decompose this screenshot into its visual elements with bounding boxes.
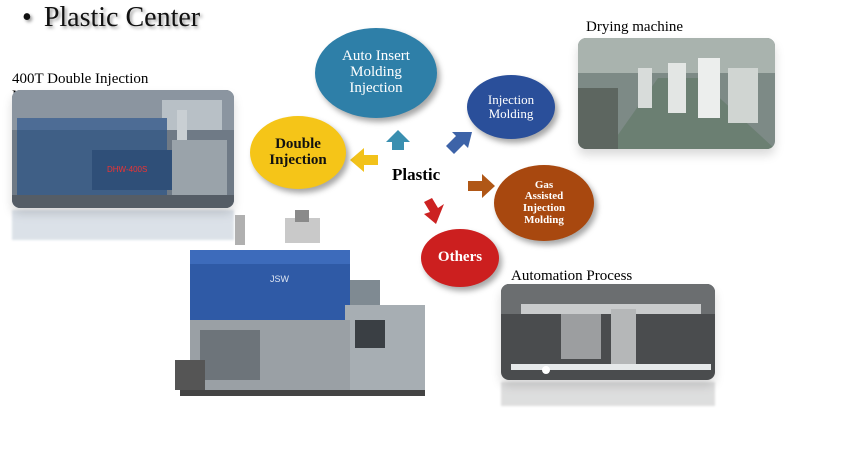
photo-drying-machine [578,38,775,149]
photo-automation-process [501,284,715,380]
node-auto-insert: Auto Insert Molding Injection [315,28,437,118]
node-double-injection-label: Double Injection [269,135,327,168]
title-bullet: • [22,2,32,33]
slide-title: • Plastic Center [22,2,200,34]
title-text: Plastic Center [43,2,201,33]
caption-drying-machine: Drying machine [586,19,684,35]
photo-reflection-right [501,382,715,406]
machine-label: JSW [270,274,290,284]
photo-injection-machine: JSW [175,210,440,400]
node-gas-assisted-label: Gas Assisted Injection Molding [522,178,566,226]
node-gas-assisted: Gas Assisted Injection Molding [494,165,594,241]
node-double-injection: Double Injection [250,116,346,189]
arrow-to-injection-molding [446,132,472,154]
node-others-label: Others [437,249,483,266]
arrow-to-auto-insert [386,130,410,150]
photo-double-injection-machine: DHW-400S [12,90,234,208]
arrow-to-others [424,198,444,224]
diagram-arrows [350,130,495,224]
caption-automation-process: Automation Process [511,268,633,284]
arrow-to-double-injection [350,148,378,172]
arrow-to-gas-assisted [468,174,495,198]
node-others: Others [421,229,499,287]
machine-small-label: DHW-400S [107,165,147,174]
photo-reflection-left [12,210,234,240]
node-injection-molding-label: Injection Molding [487,92,535,121]
node-injection-molding: Injection Molding [467,75,555,139]
node-auto-insert-label: Auto Insert Molding Injection [342,48,410,96]
diagram-center-label: Plastic [392,165,441,184]
